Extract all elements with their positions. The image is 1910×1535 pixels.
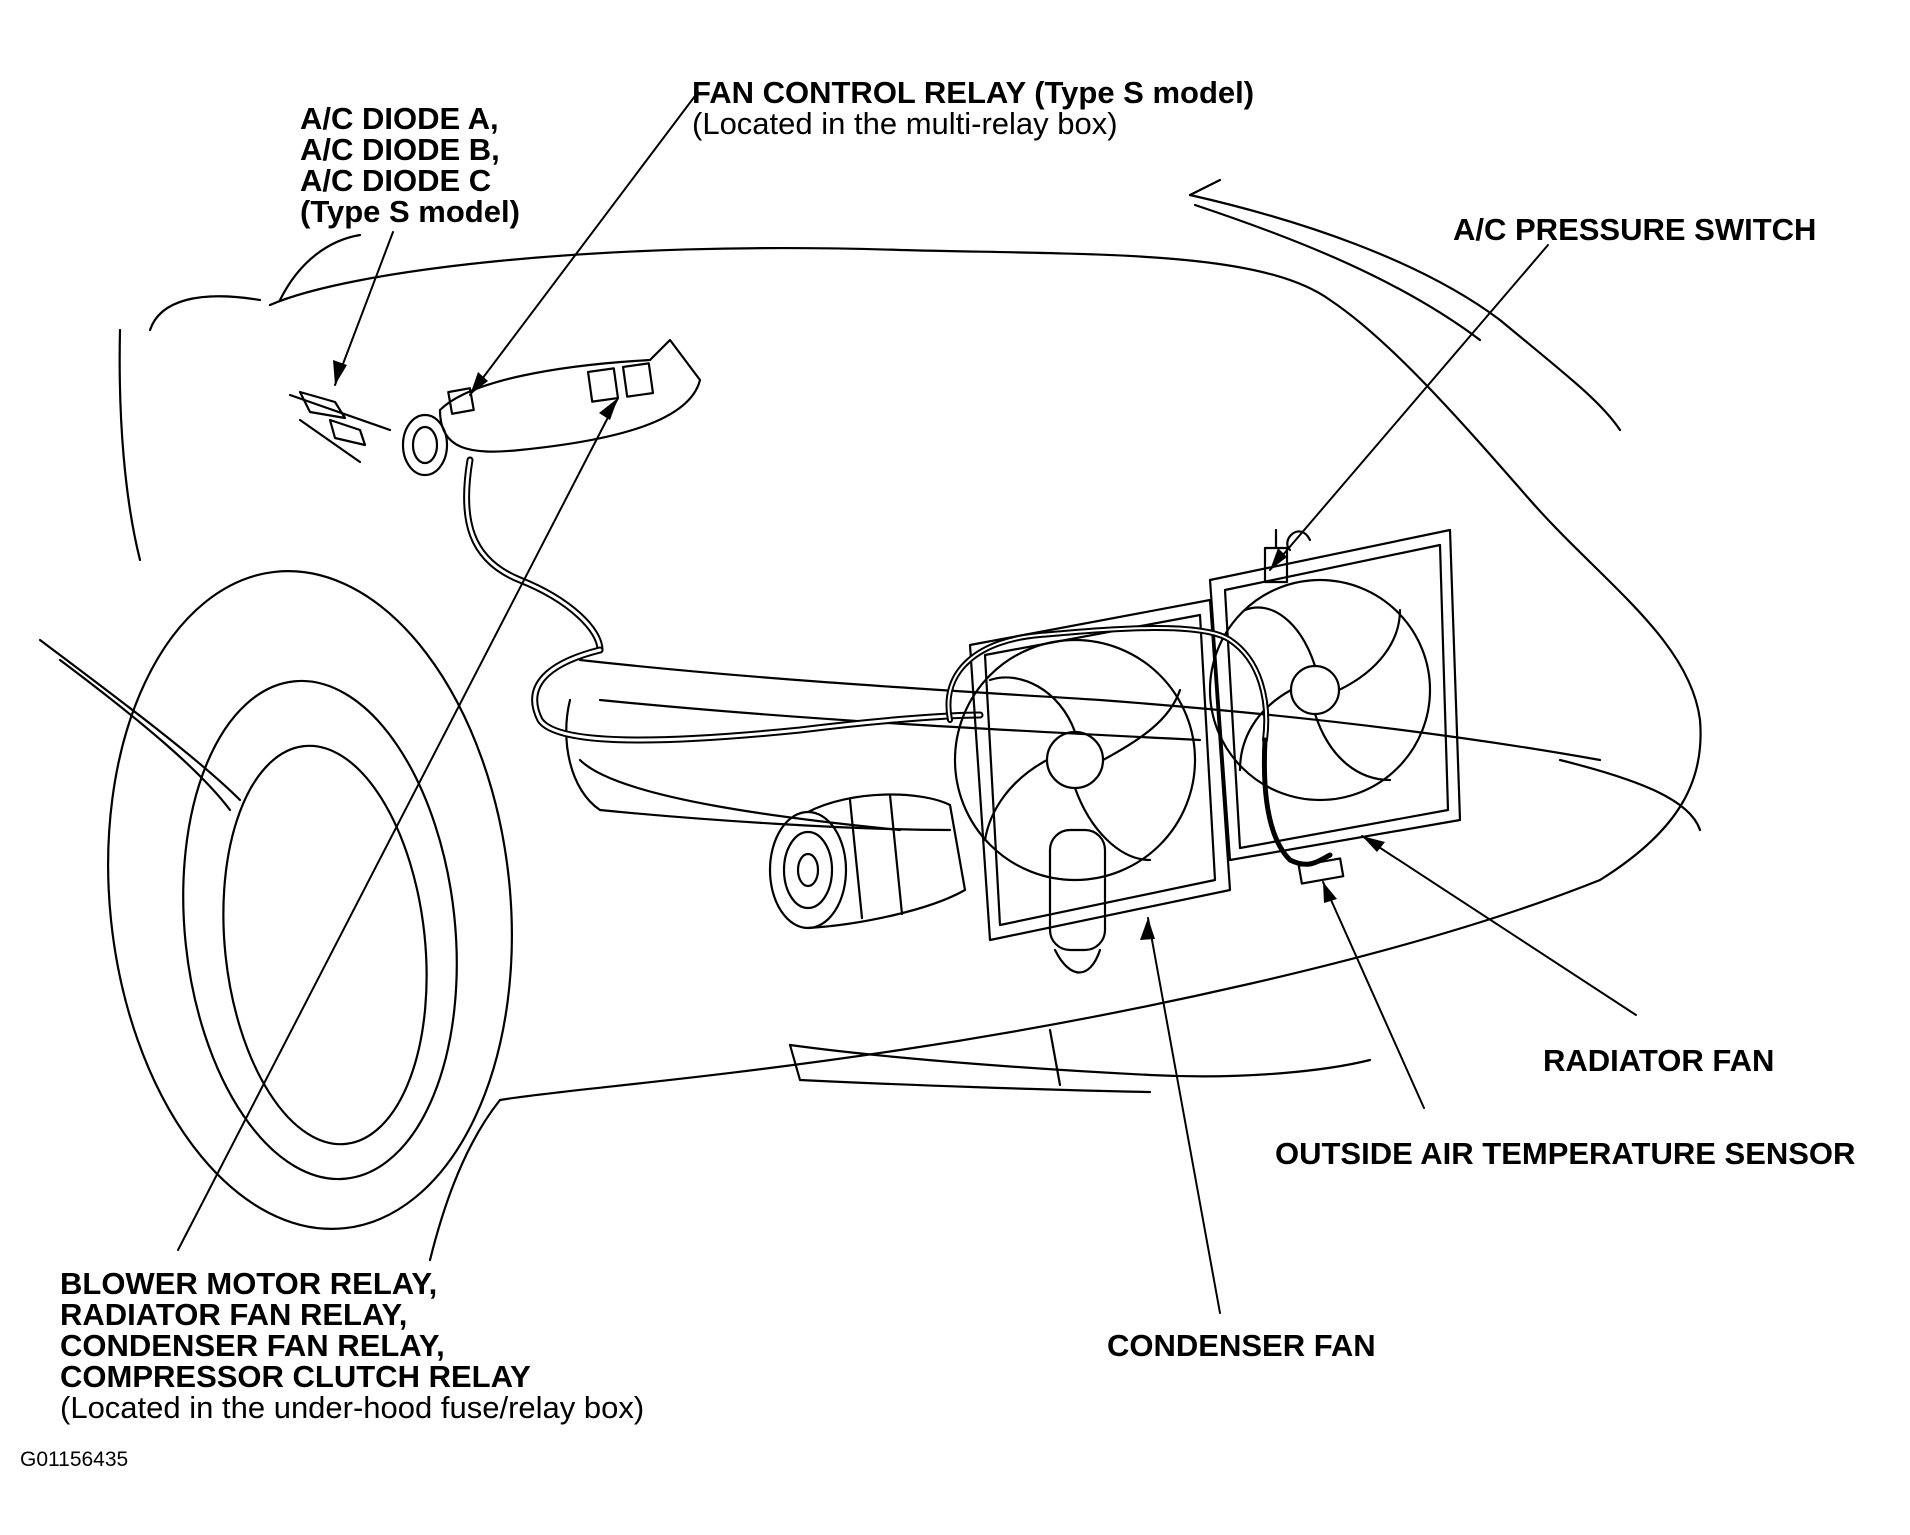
multi-relay-box bbox=[288, 338, 702, 477]
label-fan-control-relay-note: (Located in the multi-relay box) bbox=[692, 106, 1118, 141]
label-compressor-clutch-relay: COMPRESSOR CLUTCH RELAY bbox=[60, 1359, 531, 1394]
leader-fan-control-relay bbox=[469, 91, 699, 396]
wiring-harness bbox=[463, 456, 984, 744]
label-radiator-fan-relay: RADIATOR FAN RELAY, bbox=[60, 1297, 408, 1332]
label-ac-diode-a: A/C DIODE A, bbox=[300, 101, 499, 136]
front-wheel bbox=[107, 570, 513, 1230]
leader-radiator-fan bbox=[1361, 835, 1637, 1016]
leader-condenser-fan bbox=[1147, 917, 1221, 1314]
label-ac-pressure-switch: A/C PRESSURE SWITCH bbox=[1453, 212, 1817, 247]
leader-ac-pressure-switch bbox=[1269, 244, 1549, 571]
label-condenser-fan: CONDENSER FAN bbox=[1107, 1328, 1376, 1363]
label-ac-diodes: A/C DIODE A, A/C DIODE B, A/C DIODE C (T… bbox=[300, 103, 520, 227]
label-ac-diode-b: A/C DIODE B, bbox=[300, 132, 500, 167]
label-fan-control-relay-title: FAN CONTROL RELAY (Type S model) bbox=[692, 75, 1255, 110]
outside-air-temp-sensor-part bbox=[1297, 857, 1345, 885]
ac-piping bbox=[945, 625, 1333, 974]
leader-lines bbox=[177, 91, 1637, 1314]
ac-pressure-switch-part bbox=[1263, 528, 1289, 584]
label-underhood-relays: BLOWER MOTOR RELAY, RADIATOR FAN RELAY, … bbox=[60, 1268, 644, 1423]
label-radiator-fan: RADIATOR FAN bbox=[1543, 1043, 1775, 1078]
leader-outside-air-temp-sensor bbox=[1322, 881, 1425, 1109]
leader-ac-diodes bbox=[334, 231, 394, 386]
label-condenser-fan-relay: CONDENSER FAN RELAY, bbox=[60, 1328, 445, 1363]
condenser-fan-assembly bbox=[953, 598, 1232, 942]
arrow-heads bbox=[333, 360, 1385, 940]
car-body bbox=[38, 178, 1702, 1262]
label-outside-air-temp-sensor: OUTSIDE AIR TEMPERATURE SENSOR bbox=[1275, 1136, 1856, 1171]
label-ac-diodes-type: (Type S model) bbox=[300, 194, 520, 229]
label-blower-motor-relay: BLOWER MOTOR RELAY, bbox=[60, 1266, 438, 1301]
radiator-fan-assembly bbox=[1208, 528, 1462, 862]
label-fan-control-relay: FAN CONTROL RELAY (Type S model) (Locate… bbox=[692, 77, 1254, 139]
label-underhood-relays-note: (Located in the under-hood fuse/relay bo… bbox=[60, 1390, 645, 1425]
ac-compressor bbox=[768, 793, 967, 930]
leader-underhood-relays bbox=[177, 397, 619, 1251]
label-ac-diode-c: A/C DIODE C bbox=[300, 163, 492, 198]
figure-code: G01156435 bbox=[20, 1448, 129, 1471]
